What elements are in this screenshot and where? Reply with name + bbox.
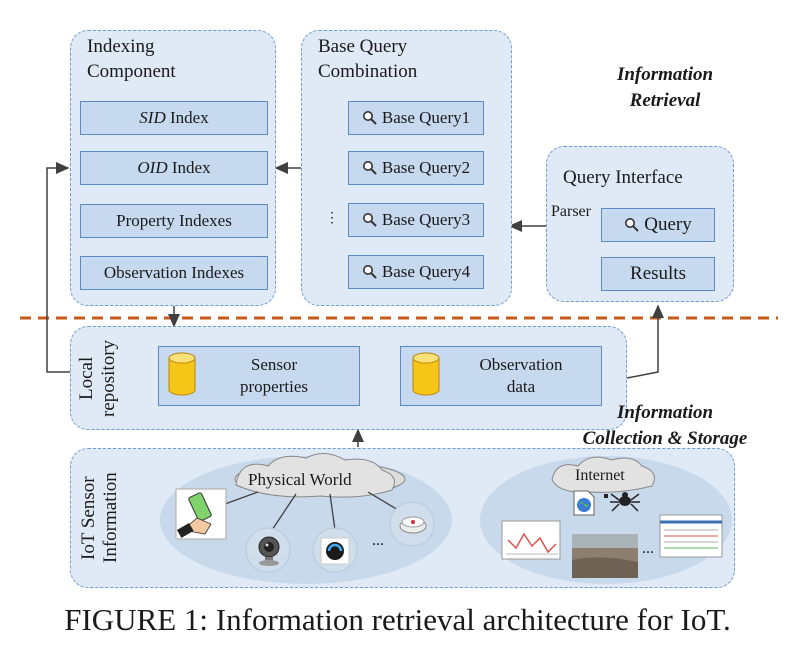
base-query-title: Base Query Combination [318, 36, 418, 82]
oid-index-box: OID Index [80, 151, 268, 185]
web-document-icon [573, 490, 595, 516]
smartwatch-icon [320, 537, 350, 565]
sid-index-box: SID Index [80, 101, 268, 135]
magnifier-icon [362, 213, 377, 227]
magnifier-icon [625, 218, 639, 232]
phone-hand-icon [175, 488, 227, 540]
base-query2-box: Base Query2 [348, 151, 484, 185]
indexing-component-title: Indexing Component [87, 36, 176, 82]
base-query3-box: Base Query3 [348, 203, 484, 237]
internet-label: Internet [575, 467, 625, 484]
physical-world-label: Physical World [248, 470, 352, 489]
observation-data-label: Observation data [479, 355, 563, 397]
base-query1-box: Base Query1 [348, 101, 484, 135]
query-box: Query [601, 208, 715, 242]
results-box: Results [601, 257, 715, 291]
smoke-detector-icon [399, 516, 427, 534]
observation-database-icon [412, 352, 440, 396]
base-query4-box: Base Query4 [348, 255, 484, 289]
information-retrieval-label: Information Retrieval [616, 64, 714, 111]
query-interface-title: Query Interface [563, 167, 683, 188]
parser-label: Parser [551, 203, 591, 220]
physical-ellipsis: ... [372, 532, 384, 549]
sensor-database-icon [168, 352, 196, 396]
property-indexes-box: Property Indexes [80, 204, 268, 238]
information-collection-label: Information Collection & Storage [582, 402, 748, 449]
internet-ellipsis: ... [642, 540, 654, 557]
magnifier-icon [362, 265, 377, 279]
arrow-repository-to-index [46, 162, 70, 373]
arrow-repository-to-query [626, 304, 664, 379]
base-query-ellipsis: ⋮ [325, 211, 339, 226]
figure-caption: FIGURE 1: Information retrieval architec… [64, 602, 731, 637]
observation-indexes-box: Observation Indexes [80, 256, 268, 290]
sensor-properties-label: Sensor properties [240, 355, 308, 397]
web-crawler-spider-icon [610, 492, 640, 512]
magnifier-icon [362, 161, 377, 175]
webcam-icon [258, 536, 280, 566]
magnifier-icon [362, 111, 377, 125]
